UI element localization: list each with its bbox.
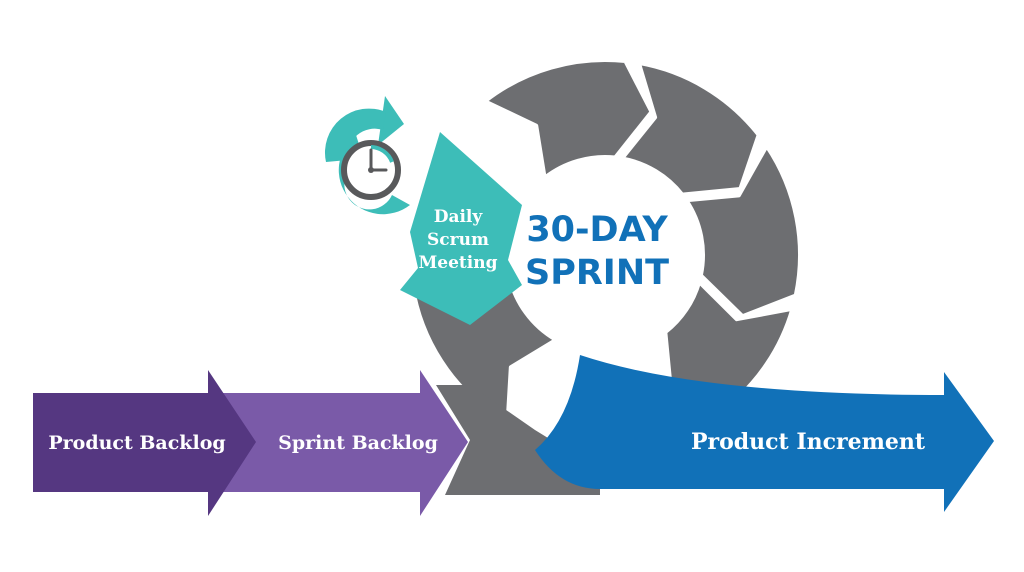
product-backlog-arrow: Product Backlog <box>33 370 256 516</box>
product-increment-arrow: Product Increment <box>535 355 994 512</box>
circular-arrow-body <box>324 108 386 162</box>
product-increment-label: Product Increment <box>691 429 926 455</box>
daily-cycle-indicator <box>324 96 410 215</box>
cycle-segment-top-right <box>620 60 761 197</box>
product-increment-arrow-shape <box>535 355 994 512</box>
product-backlog-arrow-shape <box>33 370 256 516</box>
daily-scrum-arrow: Daily Scrum Meeting <box>400 132 522 325</box>
circular-arrow-head-icon <box>378 96 404 145</box>
cycle-segment-top-left <box>482 58 654 180</box>
product-backlog-label: Product Backlog <box>48 432 225 454</box>
sprint-backlog-label: Sprint Backlog <box>278 432 438 454</box>
daily-scrum-line-2: Scrum <box>427 230 489 250</box>
daily-scrum-line-1: Daily <box>434 207 484 227</box>
daily-scrum-arrow-shape <box>400 132 522 325</box>
sprint-backlog-arrow: Sprint Backlog <box>208 370 468 516</box>
sprint-backlog-arrow-shape <box>208 370 468 516</box>
cycle-segment-right <box>684 143 802 319</box>
sprint-title-line-1: 30-DAY <box>526 210 668 250</box>
daily-scrum-line-3: Meeting <box>418 253 497 273</box>
sprint-title-line-2: SPRINT <box>525 253 669 293</box>
clock-icon <box>341 140 401 200</box>
